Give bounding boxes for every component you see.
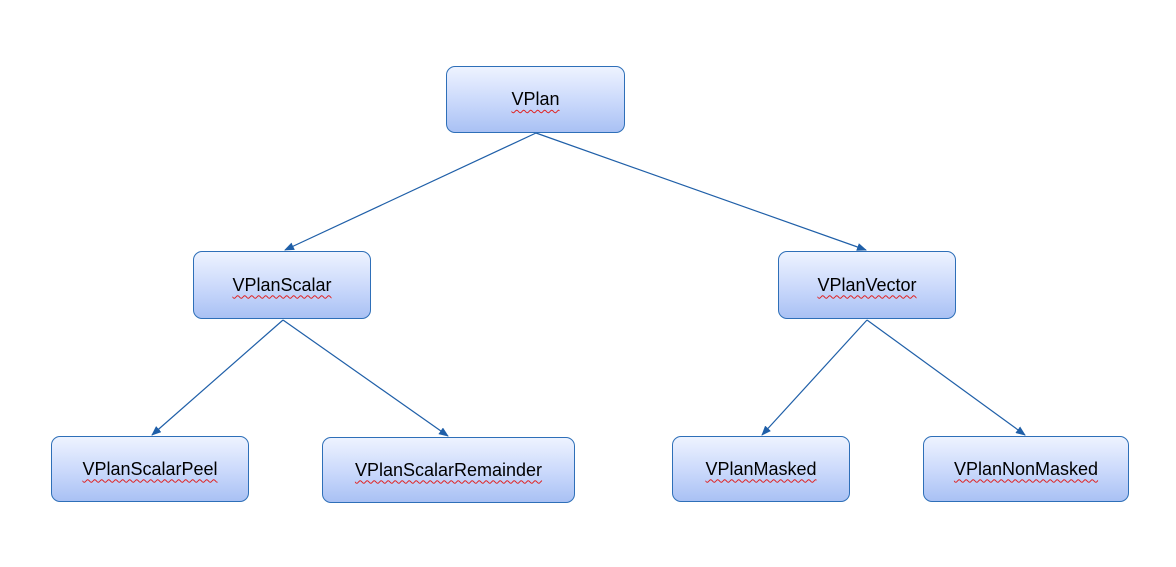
node-label: VPlanVector xyxy=(817,274,917,295)
edge-vplanscalar-to-vplanscalarpeel xyxy=(151,319,284,436)
node-vplanscalar[interactable]: VPlanScalar xyxy=(193,251,371,319)
node-label: VPlanMasked xyxy=(705,458,817,479)
node-vplannonmasked[interactable]: VPlanNonMasked xyxy=(923,436,1129,502)
node-vplanvector[interactable]: VPlanVector xyxy=(778,251,956,319)
node-label: VPlanScalarPeel xyxy=(82,458,218,479)
node-vplanmasked[interactable]: VPlanMasked xyxy=(672,436,850,502)
edge-vplan-to-vplanvector xyxy=(535,132,867,251)
edge-vplanvector-to-vplanmasked xyxy=(761,319,868,436)
edge-vplan-to-vplanscalar xyxy=(284,132,537,251)
node-label: VPlanNonMasked xyxy=(953,458,1099,479)
node-vplanscalarpeel[interactable]: VPlanScalarPeel xyxy=(51,436,249,502)
edge-vplanvector-to-vplannonmasked xyxy=(866,319,1026,436)
node-label: VPlan xyxy=(511,89,560,109)
edge-vplanscalar-to-vplanscalarremainder xyxy=(282,319,449,437)
node-vplan[interactable]: VPlan xyxy=(446,66,625,133)
node-vplanscalarremainder[interactable]: VPlanScalarRemainder xyxy=(322,437,575,503)
node-label: VPlanScalarRemainder xyxy=(354,459,543,480)
node-label: VPlanScalar xyxy=(232,274,332,295)
